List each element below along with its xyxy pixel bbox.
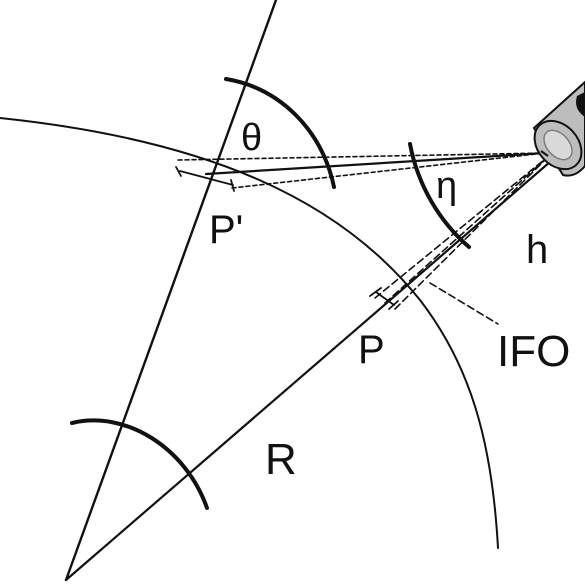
sight-line-p-lower bbox=[394, 154, 551, 310]
ifo-leader-line bbox=[429, 282, 499, 325]
sight-line-p-upper bbox=[374, 154, 551, 299]
p-prime-span-marker bbox=[179, 170, 234, 186]
sight-line-p-prime-center bbox=[204, 151, 547, 176]
p-label: P bbox=[358, 328, 385, 372]
ifo-label: IFO bbox=[497, 327, 570, 376]
sight-line-p-prime-bottom bbox=[231, 152, 546, 189]
theta-label: θ bbox=[241, 117, 262, 159]
sight-line-p-prime-top bbox=[177, 152, 546, 161]
center-angle-arc bbox=[70, 418, 209, 510]
p-prime-label: P' bbox=[209, 208, 243, 252]
eta-label: η bbox=[436, 165, 457, 207]
r-label: R bbox=[265, 435, 297, 484]
sight-line-p-center bbox=[384, 154, 551, 304]
planet-surface-arc bbox=[0, 117, 499, 549]
radial-line-to-p bbox=[64, 153, 560, 582]
p-prime-left-marker bbox=[175, 166, 182, 177]
camera-lens-icon bbox=[532, 80, 585, 177]
h-label: h bbox=[526, 228, 548, 272]
p-span-marker bbox=[375, 291, 395, 306]
eta-arc bbox=[408, 142, 471, 249]
radial-line-to-p-prime bbox=[64, 0, 278, 582]
